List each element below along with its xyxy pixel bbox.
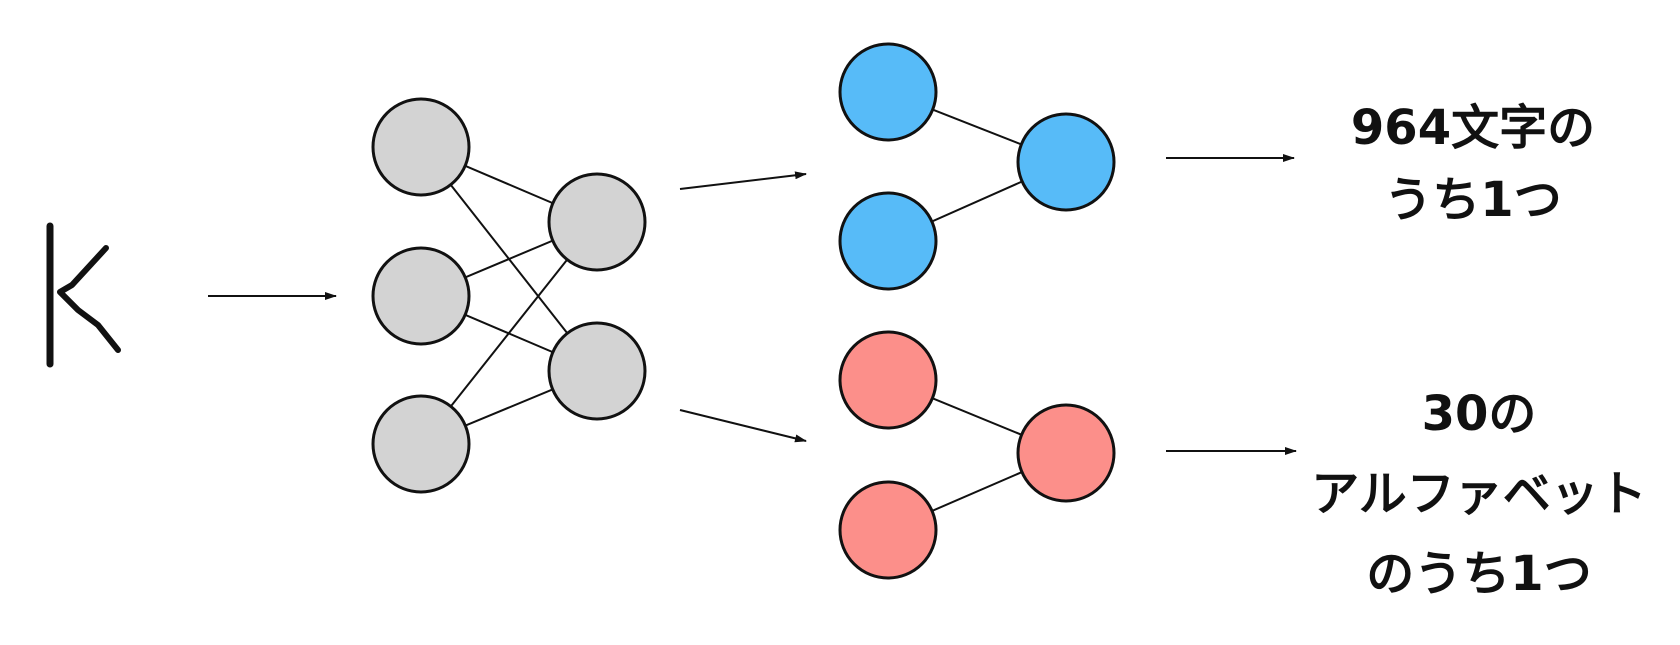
top-output-label-line1: 964文字の <box>1351 100 1595 156</box>
top-head-input-node-2 <box>838 191 938 291</box>
shared-network <box>371 97 647 494</box>
bottom-branch-arrow <box>679 409 807 443</box>
bottom-head <box>838 330 1116 580</box>
bottom-head-input-node-2 <box>838 480 938 580</box>
top-head-output-node <box>1016 112 1116 212</box>
top-branch-arrow <box>679 171 807 190</box>
top-head-input-node-1 <box>838 42 938 142</box>
shared-input-node-3 <box>371 394 471 494</box>
shared-hidden-node-1 <box>547 172 647 272</box>
shared-input-node-2 <box>371 246 471 346</box>
shared-input-node-1 <box>371 97 471 197</box>
bottom-output-label-line2: アルファベット <box>1311 466 1647 522</box>
top-head <box>838 42 1116 291</box>
handwritten-k-glyph <box>46 222 121 368</box>
top-output-label-line2: うち1つ <box>1384 172 1561 228</box>
bottom-head-input-node-1 <box>838 330 938 430</box>
shared-hidden-node-2 <box>547 321 647 421</box>
bottom-head-output-node <box>1016 403 1116 503</box>
bottom-output-label-line3: のうち1つ <box>1366 546 1591 602</box>
bottom-output-label-line1: 30の <box>1422 386 1537 442</box>
